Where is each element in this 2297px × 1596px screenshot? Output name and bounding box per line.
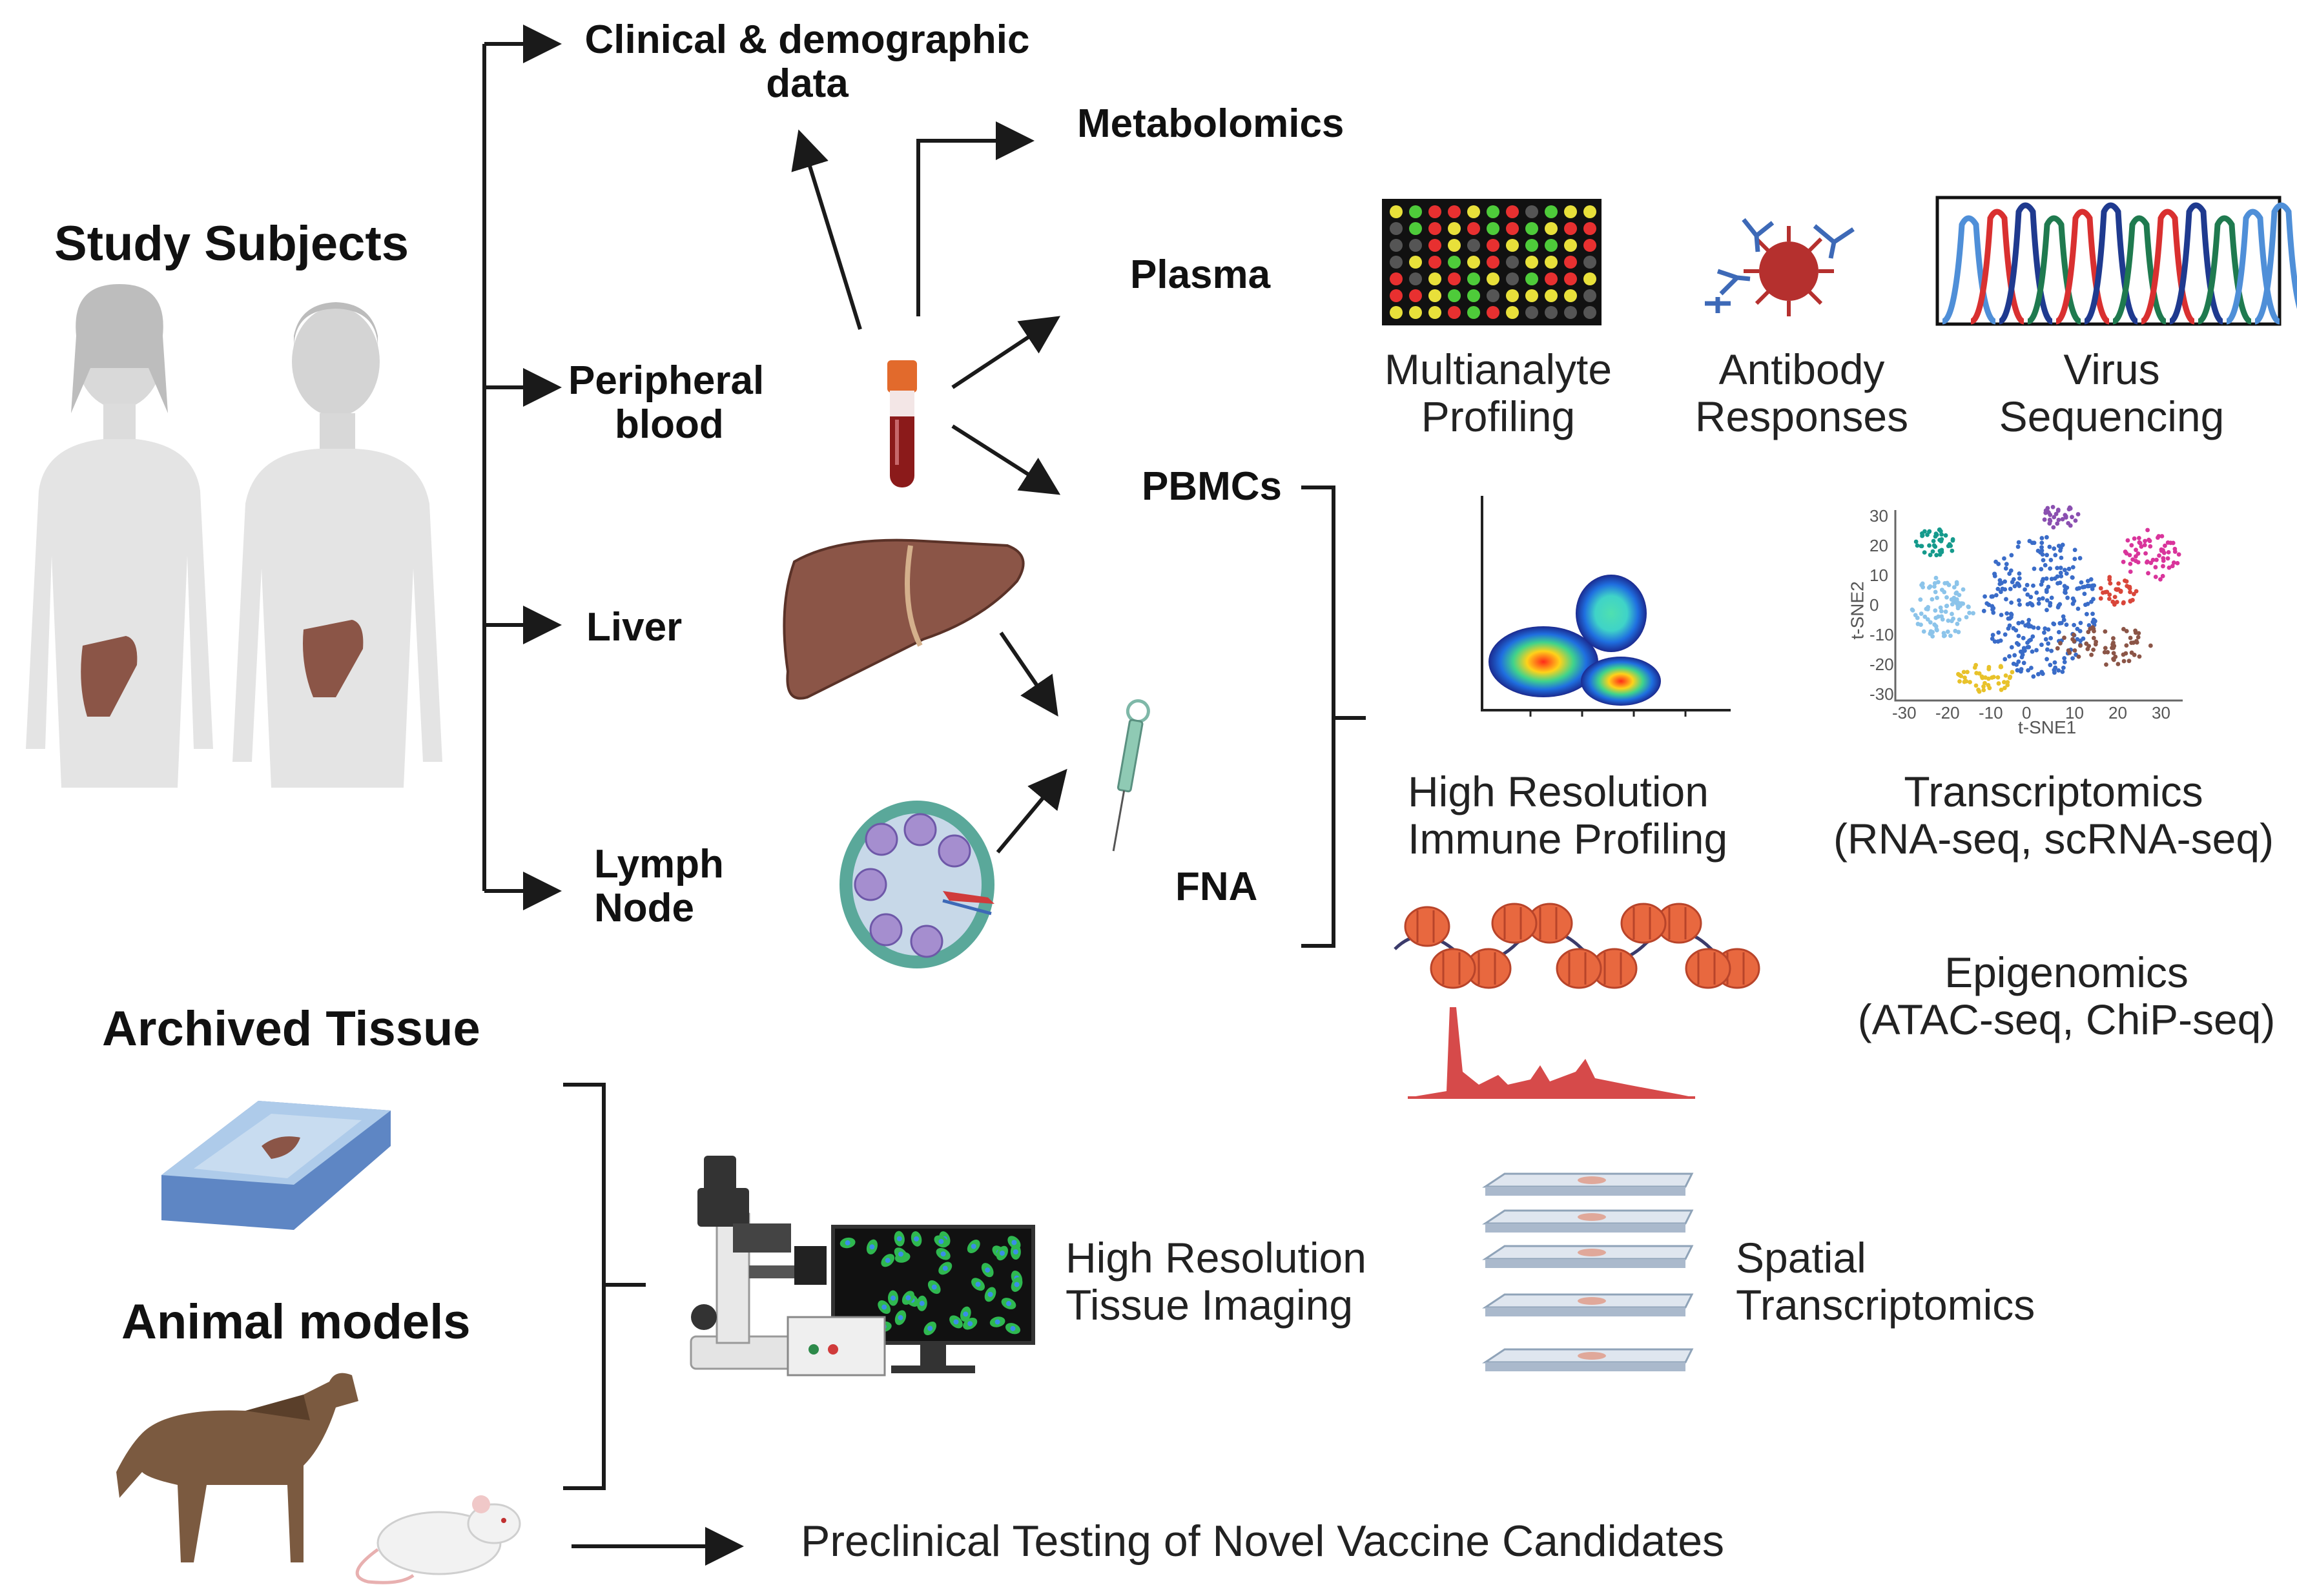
tissue-imaging-line2: Tissue Imaging [1066, 1280, 1354, 1329]
virus-seq-label: Virus Sequencing [1963, 346, 2260, 440]
lymph-node-icon [839, 801, 994, 968]
antibody-line2: Responses [1694, 392, 1909, 440]
tissue-imaging-line1: High Resolution [1066, 1234, 1366, 1282]
tsne-plot-icon [1894, 504, 2183, 702]
virus-line2: Sequencing [1999, 392, 2225, 440]
tsne-x-tick: 0 [2022, 703, 2032, 722]
animal-models-title: Animal models [121, 1294, 471, 1349]
peak-track-icon [1408, 1007, 1695, 1098]
antibody-label: Antibody Responses [1673, 346, 1931, 440]
antibody-line1: Antibody [1718, 345, 1885, 393]
tsne-y-tick: -20 [1870, 655, 1894, 674]
blood-tube-icon [887, 360, 917, 487]
peripheral-line1: Peripheral [568, 358, 765, 403]
spatial-line2: Transcriptomics [1736, 1280, 2035, 1329]
tissue-slide-icon [161, 1101, 391, 1230]
microarray-icon [1382, 199, 1602, 325]
archived-tissue-title: Archived Tissue [102, 1001, 480, 1056]
plasma-label: Plasma [1130, 252, 1271, 297]
monitor-icon [787, 1225, 1035, 1376]
male-body-icon [232, 302, 442, 788]
clinical-data-label: Clinical & demographic data [562, 17, 1053, 107]
archive-animal-bracket [563, 1083, 646, 1490]
tsne-x-tick: 20 [2108, 703, 2127, 722]
multianalyte-line1: Multianalyte [1384, 345, 1612, 393]
tsne-x-tick: -10 [1979, 703, 2003, 722]
tsne-y-axis-label: t-SNE2 [1847, 581, 1868, 640]
tsne-x-axis-label: t-SNE1 [2018, 717, 2077, 737]
microscope-icon [690, 1156, 820, 1370]
transcriptomics-label: Transcriptomics (RNA-seq, scRNA-seq) [1828, 768, 2280, 862]
nucleosome-chain-icon [1394, 903, 1760, 989]
epigenomics-label: Epigenomics (ATAC-seq, ChiP-seq) [1847, 949, 2286, 1043]
slide-stack-icon [1482, 1172, 1694, 1371]
pbmcs-label: PBMCs [1142, 464, 1282, 509]
tsne-x-tick: -30 [1892, 703, 1917, 722]
tsne-y-tick: 30 [1870, 506, 1888, 526]
liver-icon [783, 538, 1025, 700]
immune-profiling-label: High Resolution Immune Profiling [1408, 768, 1727, 862]
immune-line1: High Resolution [1408, 768, 1709, 815]
female-body-icon [26, 284, 213, 788]
sequencing-chromatogram-icon [1935, 196, 2297, 326]
tsne-y-tick: -30 [1870, 684, 1894, 704]
peripheral-line2: blood [615, 402, 724, 447]
tissue-imaging-label: High Resolution Tissue Imaging [1066, 1234, 1366, 1328]
immune-line2: Immune Profiling [1408, 814, 1728, 863]
peripheral-blood-label: Peripheral blood [568, 358, 765, 447]
virus-antibody-icon [1705, 218, 1855, 316]
transcriptomics-line1: Transcriptomics [1904, 768, 2203, 815]
pbmc-fna-bracket [1301, 486, 1366, 948]
mouse-icon [355, 1495, 521, 1584]
syringe-icon [1112, 699, 1150, 852]
preclinical-label: Preclinical Testing of Novel Vaccine Can… [801, 1517, 1725, 1566]
fna-label: FNA [1175, 865, 1258, 909]
lymph-line2: Node [594, 886, 694, 931]
tsne-x-tick: -20 [1935, 703, 1960, 722]
spatial-transcriptomics-label: Spatial Transcriptomics [1736, 1234, 2035, 1328]
tsne-y-tick: 0 [1870, 595, 1879, 615]
multianalyte-label: Multianalyte Profiling [1363, 346, 1634, 440]
liver-label: Liver [586, 605, 683, 650]
lymph-node-label: Lymph Node [594, 842, 724, 931]
tsne-y-tick: -10 [1870, 625, 1894, 644]
flow-cytometry-plot-icon [1481, 496, 1731, 717]
tsne-x-tick: 10 [2065, 703, 2084, 722]
blood-arrows [791, 121, 1067, 854]
tsne-y-tick: 20 [1870, 536, 1888, 555]
multianalyte-line2: Profiling [1421, 392, 1576, 440]
metabolomics-label: Metabolomics [1077, 101, 1344, 146]
study-subjects-title: Study Subjects [54, 216, 409, 271]
transcriptomics-line2: (RNA-seq, scRNA-seq) [1833, 814, 2274, 863]
tsne-y-tick: 10 [1870, 566, 1888, 585]
lymph-line1: Lymph [594, 842, 724, 886]
clinical-line2: data [766, 61, 849, 107]
tsne-x-tick: 30 [2152, 703, 2170, 722]
epigenomics-line1: Epigenomics [1944, 948, 2189, 996]
virus-line1: Virus [2063, 345, 2160, 393]
horse-icon [116, 1373, 358, 1562]
subject-tree-connector [482, 25, 562, 910]
spatial-line1: Spatial [1736, 1234, 1866, 1282]
clinical-line1: Clinical & demographic [584, 17, 1030, 62]
epigenomics-line2: (ATAC-seq, ChiP-seq) [1857, 995, 2276, 1043]
